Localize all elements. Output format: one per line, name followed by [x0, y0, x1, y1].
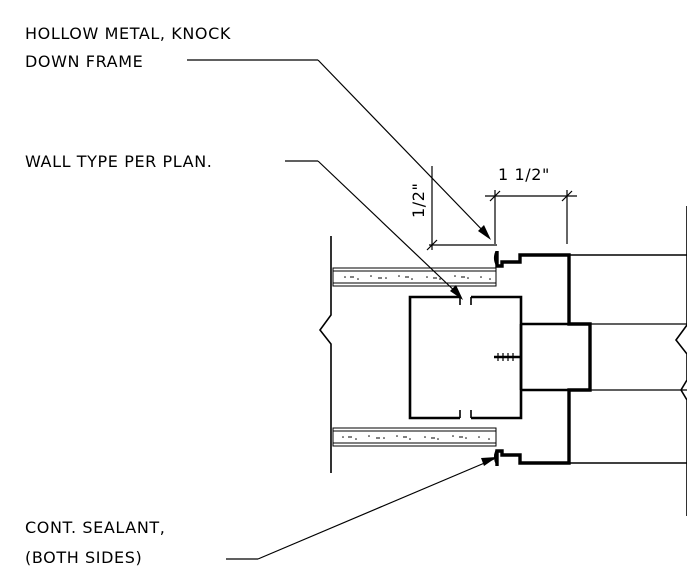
door-leaf — [521, 206, 687, 516]
sealant-note-line2: (BOTH SIDES) — [25, 548, 142, 567]
sealant-bead-bottom — [493, 450, 498, 466]
sealant-bead-top — [493, 251, 498, 267]
dimension-horizontal: 1 1/2" — [485, 165, 577, 244]
dimension-vertical: 1/2" — [409, 166, 497, 251]
sealant-leader — [226, 457, 497, 560]
anchor-screw — [494, 353, 522, 361]
sealant-note-line1: CONT. SEALANT, — [25, 518, 165, 537]
wall-assembly — [318, 236, 523, 473]
frame-leader — [187, 59, 491, 240]
dimension-vertical-label: 1/2" — [409, 182, 428, 218]
hollow-metal-frame — [493, 251, 592, 466]
gypsum-hatch — [342, 275, 491, 440]
wall-type-note: WALL TYPE PER PLAN. — [25, 152, 213, 171]
dimension-horizontal-label: 1 1/2" — [498, 165, 550, 184]
frame-note-line2: DOWN FRAME — [25, 52, 143, 71]
frame-note-line1: HOLLOW METAL, KNOCK — [25, 24, 231, 43]
